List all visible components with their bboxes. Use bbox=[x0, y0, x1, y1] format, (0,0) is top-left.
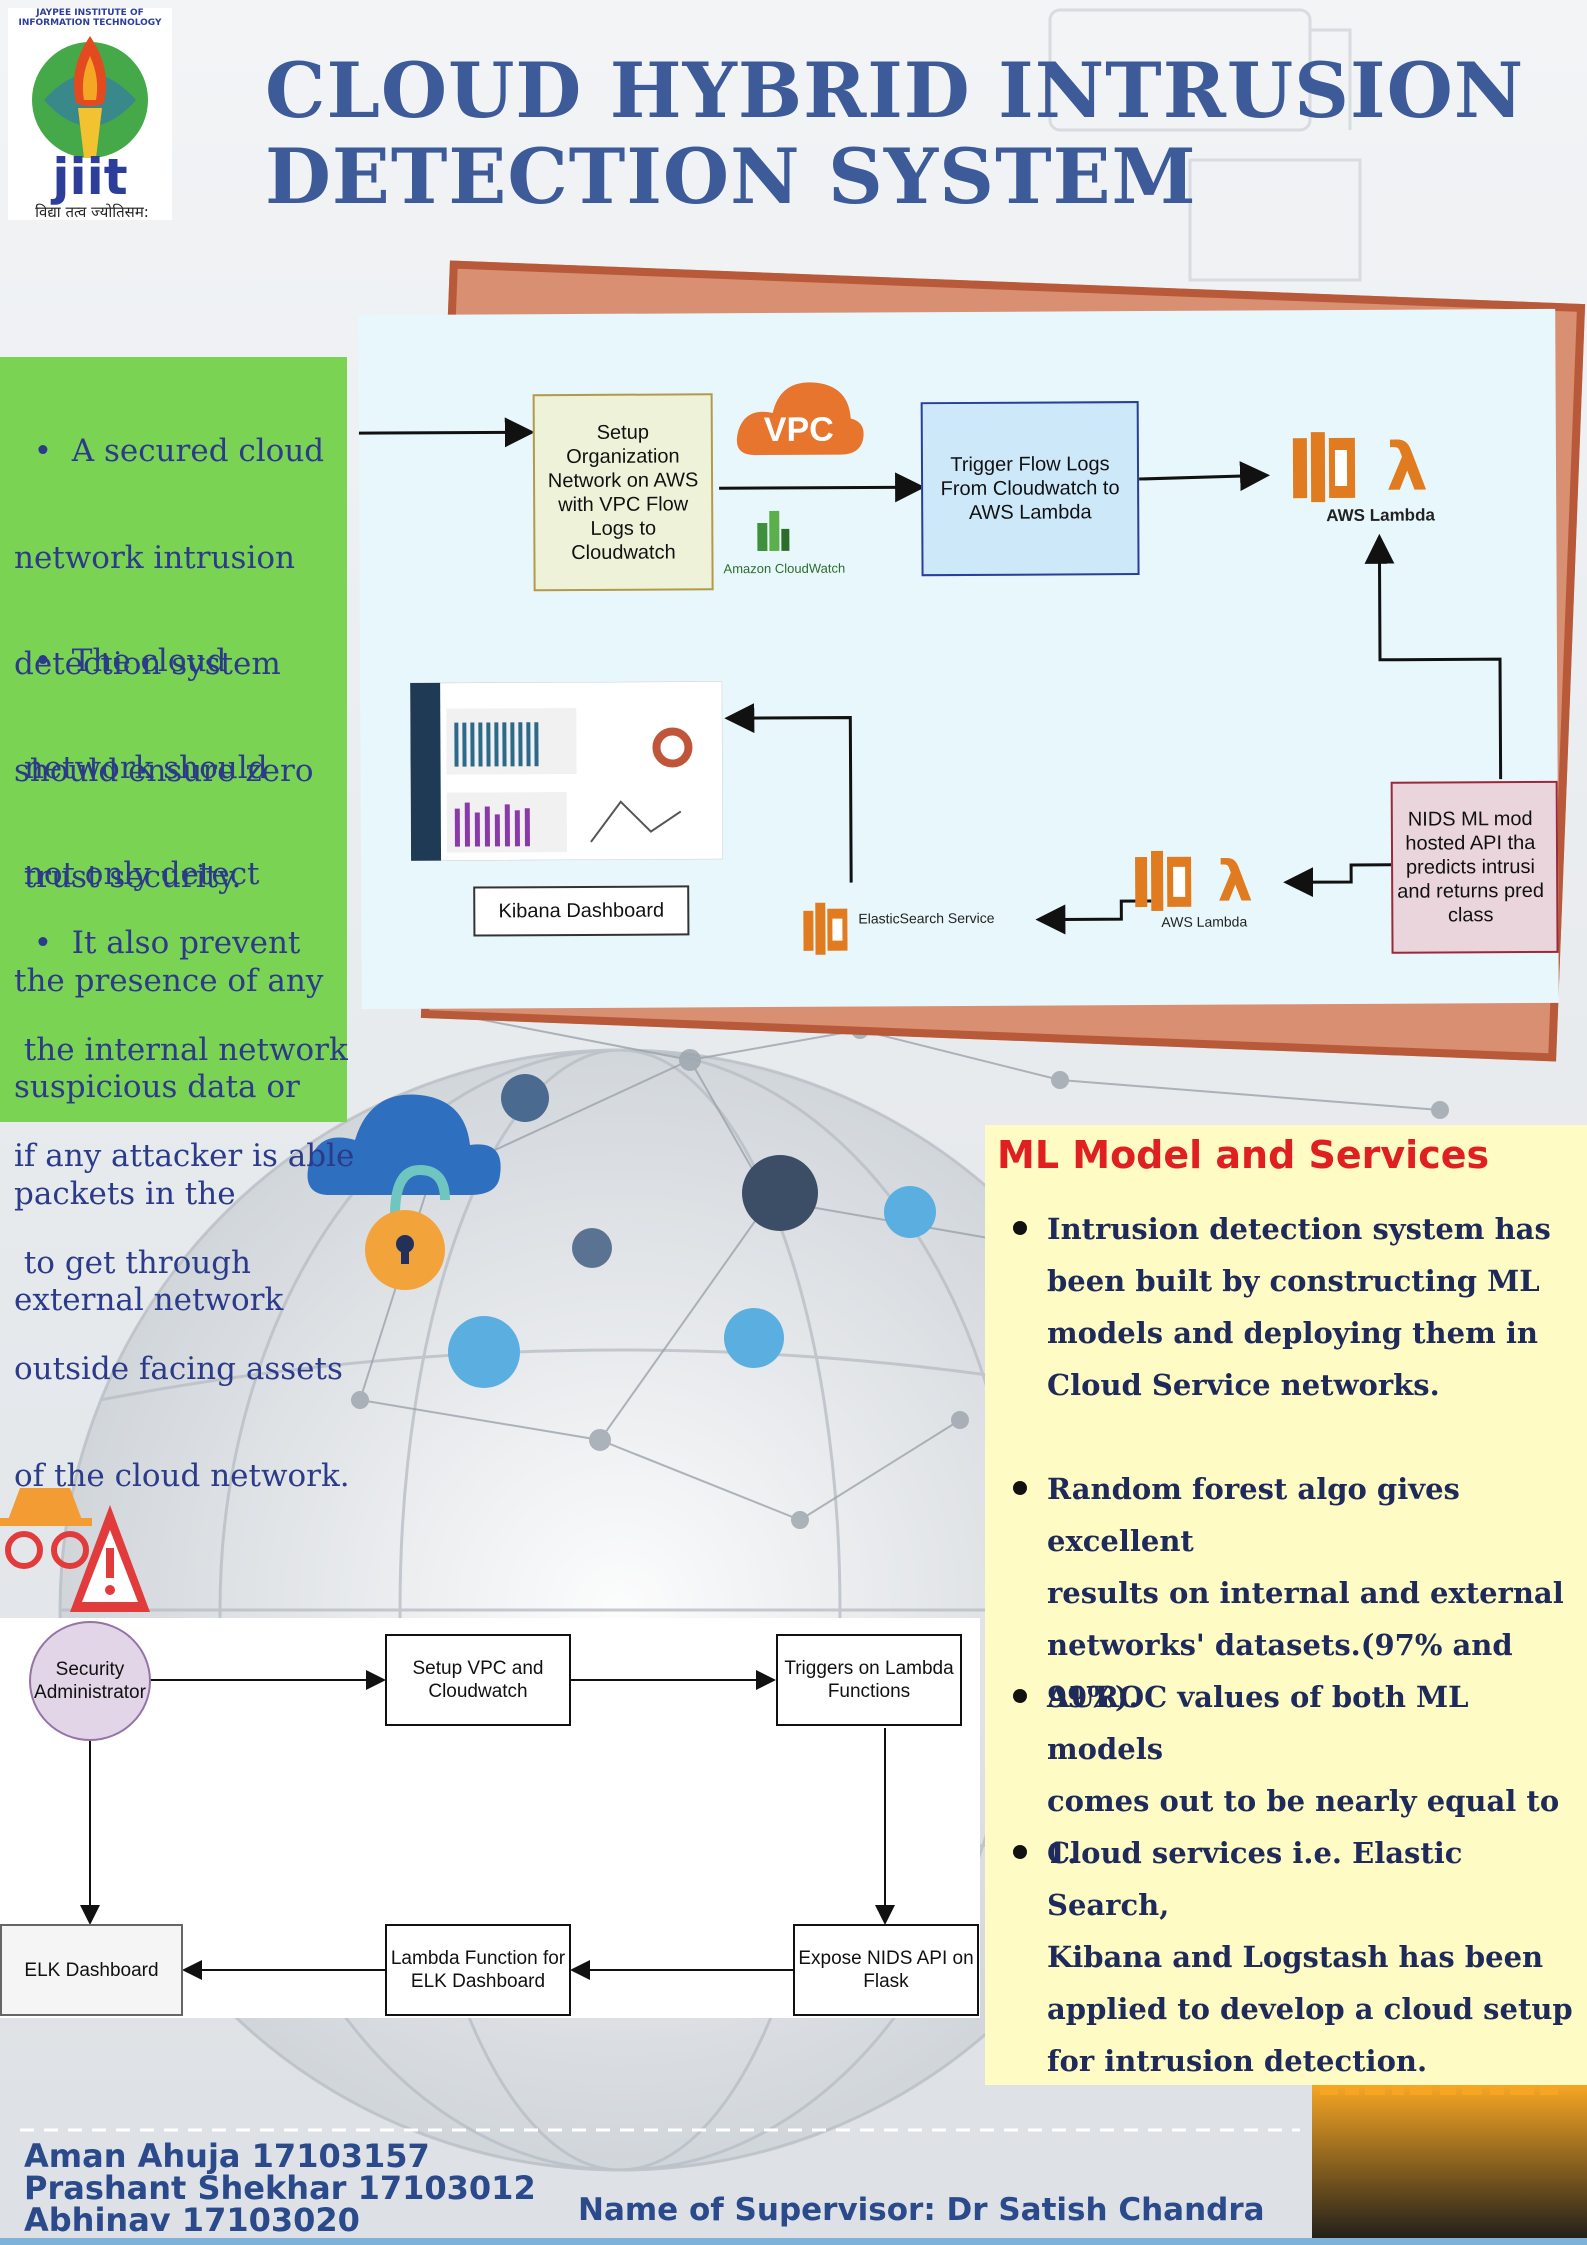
aws-lambda-top-icon: λ bbox=[1292, 429, 1428, 505]
architecture-arrows bbox=[358, 417, 1503, 935]
bullet-icon bbox=[1013, 1845, 1027, 1859]
svg-text:λ: λ bbox=[1386, 429, 1428, 505]
ml-item-3: AUROC values of both ML models comes out… bbox=[1047, 1680, 1560, 1870]
logo-motto: विद्या तत्व ज्योतिसम: bbox=[35, 203, 149, 221]
kibana-dashboard-node: Kibana Dashboard bbox=[473, 885, 690, 937]
summary-paragraph-1: • A secured cloud network intrusion dete… bbox=[14, 433, 325, 895]
title-line-1: CLOUD HYBRID INTRUSION bbox=[265, 46, 1525, 135]
summary-paragraph-2: • The cloud network should not only dete… bbox=[14, 643, 324, 1318]
ml-model-services-panel: ML Model and Services Intrusion detectio… bbox=[985, 1125, 1587, 2085]
chat-bubble-icon bbox=[742, 1155, 818, 1231]
vpc-cloud-icon: VPC bbox=[736, 382, 864, 456]
supervisor-name: Name of Supervisor: Dr Satish Chandra bbox=[578, 2192, 1265, 2228]
svg-text:λ: λ bbox=[1217, 849, 1253, 913]
cloudwatch-icon bbox=[757, 510, 790, 552]
svg-text:VPC: VPC bbox=[764, 411, 834, 449]
aws-lambda-bottom-icon: λ bbox=[1135, 849, 1253, 913]
trigger-flow-logs-node: Trigger Flow Logs From Cloudwatch to AWS… bbox=[920, 401, 1140, 577]
cloudwatch-label: Amazon CloudWatch bbox=[723, 560, 846, 577]
music-bubble-icon bbox=[572, 1228, 612, 1268]
elasticsearch-icon bbox=[803, 902, 848, 955]
torch-emblem-icon: jiit bbox=[32, 36, 148, 206]
flowchart-arrows bbox=[80, 1670, 895, 1980]
hacker-warning-icon bbox=[0, 1488, 150, 1612]
left-summary-panel: • A secured cloud network intrusion dete… bbox=[0, 357, 354, 1493]
svg-text:jiit: jiit bbox=[50, 148, 127, 206]
title-line-2: DETECTION SYSTEM bbox=[265, 132, 1197, 221]
bullet-icon bbox=[1013, 1689, 1027, 1703]
author-list: Aman Ahuja 17103157 Prashant Shekhar 171… bbox=[24, 2137, 536, 2239]
kibana-screenshot-thumbnail bbox=[410, 681, 724, 861]
cloud-lock-icon bbox=[307, 1094, 501, 1290]
coffee-bubble-icon bbox=[501, 1074, 549, 1122]
elasticsearch-label: ElasticSearch Service bbox=[858, 909, 995, 927]
ml-section-title: ML Model and Services bbox=[997, 1133, 1490, 1177]
bullet-icon bbox=[1013, 1221, 1027, 1235]
ml-item-1: Intrusion detection system has been buil… bbox=[1047, 1212, 1551, 1402]
jiit-logo: jiit JAYPEE INSTITUTE OF INFORMATION TEC… bbox=[8, 8, 172, 220]
architecture-diagram: Setup Organization Network on AWS with V… bbox=[358, 308, 1559, 1010]
ml-item-4: Cloud services i.e. Elastic Search, Kiba… bbox=[1047, 1836, 1573, 2078]
users-bubble-icon bbox=[448, 1316, 520, 1388]
ml-item-2: Random forest algo gives excellent resul… bbox=[1047, 1472, 1564, 1714]
page-title: CLOUD HYBRID INTRUSION DETECTION SYSTEM bbox=[265, 46, 1525, 221]
bullet-icon bbox=[1013, 1481, 1027, 1495]
summary-paragraph-3: • It also prevent the internal network i… bbox=[14, 925, 355, 1494]
lightbulb-bubble-icon bbox=[724, 1308, 784, 1368]
aws-lambda-top-label: AWS Lambda bbox=[1326, 505, 1435, 526]
geo-bubble-icon bbox=[884, 1186, 936, 1238]
aws-lambda-bottom-label: AWS Lambda bbox=[1161, 913, 1248, 930]
nids-ml-api-node: NIDS ML mod hosted API tha predicts intr… bbox=[1390, 780, 1559, 954]
elk-dashboard-node: ELK Dashboard bbox=[0, 1924, 183, 2016]
logo-arc-text: JAYPEE INSTITUTE OF INFORMATION TECHNOLO… bbox=[18, 8, 162, 28]
setup-network-node: Setup Organization Network on AWS with V… bbox=[532, 393, 714, 592]
city-skyline-decoration bbox=[1312, 2085, 1587, 2245]
